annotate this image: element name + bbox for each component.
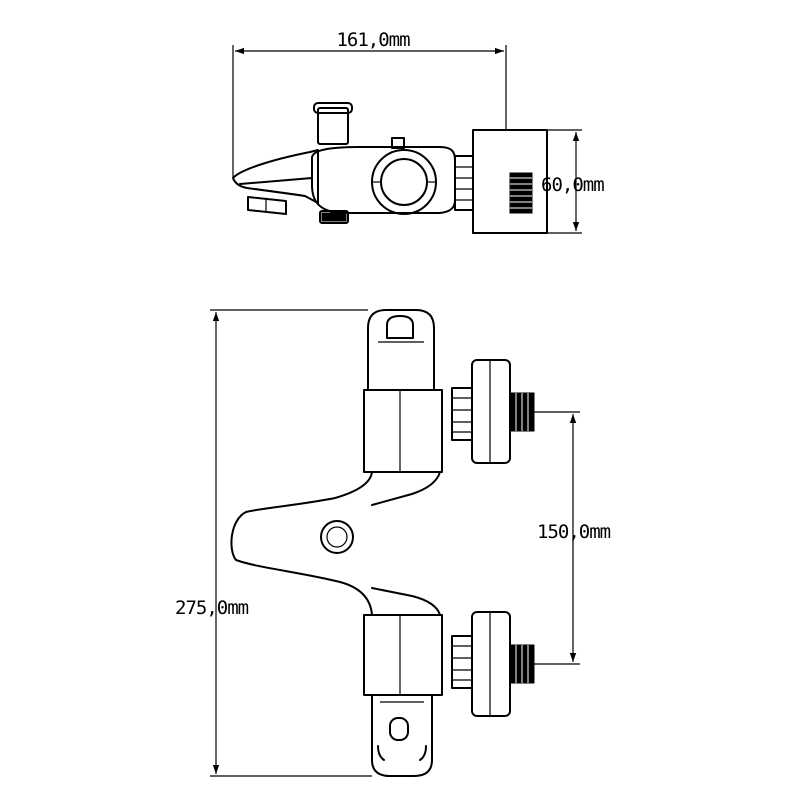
wall-flange-upper <box>471 359 511 464</box>
wall-flange-top <box>472 129 548 234</box>
hex-coupler-top <box>454 155 474 211</box>
diverter-cap <box>313 102 353 114</box>
lever-hole <box>320 520 354 554</box>
threaded-inlet-top <box>509 172 533 214</box>
depth-dimension-label: 60,0mm <box>541 174 604 196</box>
bottom-cap <box>371 694 433 777</box>
bottom-cap-slot <box>389 717 409 741</box>
bottom-tab <box>319 210 349 224</box>
centers-dimension-label: 150,0mm <box>537 521 611 543</box>
spout-outlet <box>247 196 287 215</box>
lever-handle <box>230 471 373 616</box>
lower-cylinder <box>363 614 443 696</box>
top-view: 161,0mm 60,0mm <box>232 29 605 234</box>
lever-handle-lower <box>371 471 441 506</box>
spout-body <box>232 149 319 204</box>
spout-edge <box>239 177 313 185</box>
front-view: 275,0mm 150,0mm <box>175 309 612 777</box>
width-dimension-label: 161,0mm <box>336 29 410 51</box>
temperature-knob-inner <box>380 158 428 206</box>
height-dimension-label: 275,0mm <box>175 597 249 619</box>
top-cap <box>367 309 435 391</box>
top-cap-slot <box>386 315 414 339</box>
upper-cylinder <box>363 389 443 473</box>
wall-flange-lower <box>471 611 511 717</box>
